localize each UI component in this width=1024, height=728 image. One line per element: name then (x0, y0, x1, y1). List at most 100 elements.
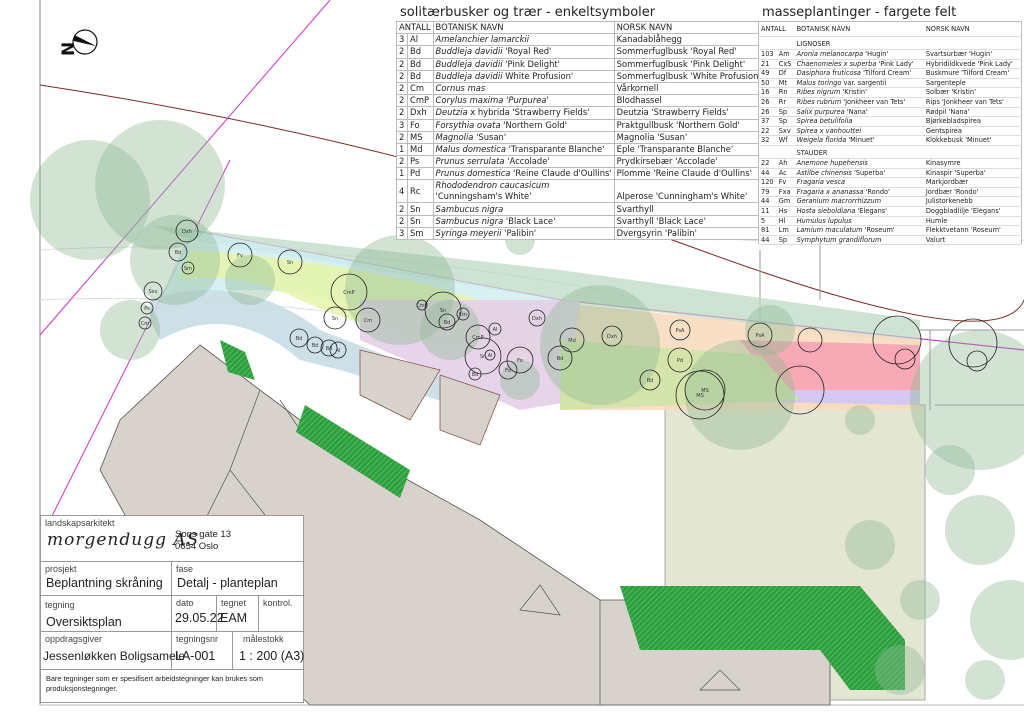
botanical-species: Symphytum grandiflorum (796, 235, 882, 244)
botanical-name-cell: Buddleja davidii 'Pink Delight' (432, 57, 615, 71)
kontrol-label: kontrol. (263, 598, 293, 608)
botanical-cultivar: 'Cunningsham's White' (435, 191, 532, 202)
code-cell: Cm (406, 81, 434, 96)
botanical-cultivar: 'Jonkheer van Tets' (841, 98, 906, 107)
tree-canopy (925, 445, 975, 495)
plant-label: Dxh (607, 334, 617, 340)
code-cell: Hs (776, 206, 795, 217)
dato-label: dato (176, 598, 194, 608)
botanical-name-cell: Geranium macrorrhizzum (794, 196, 924, 207)
roof-ridge-lines (149, 389, 741, 705)
plant-label: Cm (364, 318, 372, 324)
code-cell: Fv (776, 177, 795, 188)
norwegian-name-cell: Svarthyll (613, 202, 764, 216)
code-cell: Sm (406, 226, 434, 241)
tree-canopy (965, 660, 1005, 700)
botanical-name-cell: Anemone hupehensis (794, 158, 924, 169)
shrub-symbol (684, 369, 726, 411)
green-roof (220, 340, 255, 380)
section-name: LIGNOSER (794, 36, 1022, 50)
code-cell: Sp (776, 107, 795, 118)
quantity-cell: 32 (758, 135, 777, 146)
quantity-cell: 26 (758, 97, 777, 108)
code-cell: Ah (776, 158, 795, 169)
norwegian-name-cell: Sargenteple (923, 78, 1022, 89)
botanical-name-cell: Corylus maxima 'Purpurea' (432, 94, 615, 108)
code-cell: Am (776, 49, 795, 60)
bed-lavender (360, 300, 580, 410)
botanical-cultivar: 'Tilford Cream' (860, 69, 912, 78)
shrub-symbol (775, 365, 825, 415)
botanical-species: Buddleja davidii (435, 46, 503, 57)
botanical-species: Sambucus nigra (435, 215, 504, 226)
shrub-symbol (464, 337, 502, 375)
tree-canopy (745, 305, 795, 355)
code-cell: Ps (406, 155, 434, 169)
tegning-label: tegning (45, 600, 75, 610)
botanical-name-cell: Cornus mas (432, 81, 615, 96)
shrub-symbol (140, 301, 154, 315)
quantity-cell: 2 (396, 106, 408, 120)
norwegian-name-cell: Markjordbær (923, 177, 1022, 188)
quantity-cell: 79 (758, 187, 777, 198)
botanical-species: Humulus lupulus (796, 216, 852, 225)
plant-label: Bd (444, 320, 451, 326)
code-cell: Mt (776, 78, 795, 89)
plant-label: Fv (237, 253, 243, 259)
shrub-symbol (175, 219, 199, 243)
north-arrow-icon (72, 29, 98, 55)
botanical-name-cell: Sambucus nigra 'Black Lace' (432, 214, 615, 228)
quantity-cell: 81 (758, 225, 777, 236)
botanical-species: Fragaria vesca (796, 178, 846, 187)
plant-label: Bd (557, 356, 564, 362)
botanical-species: Malus toringo (796, 78, 842, 87)
code-cell: MS (406, 130, 434, 144)
plant-label: CmP (416, 303, 427, 309)
tree-canopy (845, 520, 895, 570)
quantity-cell: 2 (396, 214, 408, 228)
header-botanisk: BOTANISK NAVN (432, 20, 615, 35)
botanical-cultivar: 'Northern Gold' (500, 119, 567, 130)
masse-title: masseplantinger - fargete felt (762, 5, 957, 20)
plant-label: Fo (517, 358, 523, 364)
header-norsk: NORSK NAVN (613, 20, 764, 35)
bed-pink (740, 340, 920, 390)
green-roof (296, 405, 410, 498)
plant-label: Bd (296, 336, 303, 342)
address: Sons gate 13 0654 Oslo (175, 529, 231, 553)
table-header: ANTALL BOTANISK NAVN NORSK NAVN (758, 21, 1022, 37)
header-botanisk: BOTANISK NAVN (794, 21, 924, 37)
shrub-symbol (669, 319, 691, 341)
botanical-species: Ribes rubrum (796, 98, 842, 107)
botanical-name-cell: Humulus lupulus (794, 216, 924, 227)
botanical-cultivar: x hybrida 'Strawberry Fields' (467, 107, 590, 118)
code-cell: Md (406, 142, 434, 157)
botanical-species: Dasiphora fruticosa (796, 69, 861, 78)
botanical-cultivar: 'Accolade' (504, 156, 550, 167)
norwegian-name-cell: Kinasymre (923, 158, 1022, 169)
botanical-name-cell: Deutzia x hybrida 'Strawberry Fields' (432, 106, 615, 120)
norwegian-name-cell: Doggbladlilje 'Elegans' (923, 206, 1022, 217)
shrub-symbol (747, 322, 773, 348)
botanical-species: Magnolia (435, 131, 474, 142)
norwegian-name-cell: Valurt (923, 235, 1022, 246)
shrub-symbol (488, 322, 502, 336)
botanical-species: Aronia melanocarpa (796, 50, 864, 59)
plant-label: Sn (332, 316, 338, 322)
masse-table: masseplantinger - fargete felt ANTALL BO… (758, 4, 1022, 246)
tree-canopy (970, 580, 1024, 660)
norwegian-name-cell: Vårkornell (613, 81, 764, 96)
norwegian-name-cell: Svartsurbær 'Hugin' (923, 49, 1022, 60)
shrub-symbol (468, 367, 482, 381)
